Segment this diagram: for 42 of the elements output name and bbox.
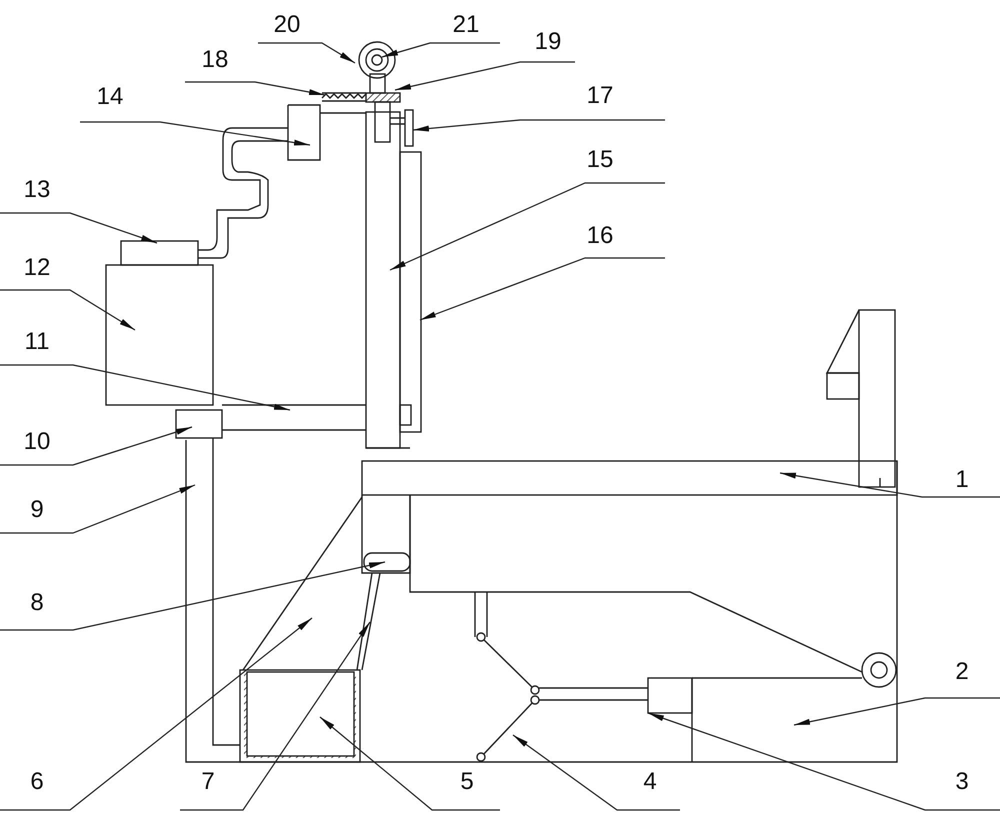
leader-line	[394, 61, 575, 91]
callout-number: 15	[586, 148, 614, 172]
callout-number: 21	[452, 13, 480, 37]
callout-number: 4	[643, 770, 657, 794]
callout-number: 20	[274, 13, 300, 37]
callout-number: 13	[24, 178, 50, 202]
leader-line	[512, 734, 680, 811]
callout-number: 16	[586, 224, 614, 248]
callout-number: 6	[30, 770, 44, 794]
leader-line	[0, 289, 136, 331]
callout-number: 8	[30, 591, 44, 615]
callout-number: 12	[24, 256, 50, 280]
leader-line	[80, 121, 310, 146]
leader-line	[258, 42, 356, 64]
leader-line	[320, 716, 500, 811]
callout-number: 17	[586, 84, 614, 108]
leader-line	[390, 182, 665, 271]
leader-line	[648, 712, 1000, 811]
leader-line	[0, 618, 312, 811]
callout-number: 9	[30, 498, 44, 522]
leader-line	[420, 257, 665, 321]
callout-number: 11	[24, 330, 50, 354]
leader-line	[0, 561, 386, 631]
callout-number: 14	[96, 85, 124, 109]
callout-number: 19	[534, 30, 562, 54]
callout-number: 7	[201, 770, 215, 794]
callout-number: 18	[202, 48, 228, 72]
callout-number: 2	[955, 660, 969, 684]
leader-line	[412, 119, 665, 132]
callout-number: 10	[24, 430, 50, 454]
leader-line	[0, 364, 290, 411]
leader-line	[0, 426, 192, 466]
leader-line	[185, 81, 326, 96]
callout-number: 1	[955, 468, 969, 492]
leader-line	[794, 697, 1000, 726]
callout-number: 5	[460, 770, 474, 794]
leader-line	[780, 472, 1000, 498]
leader-line	[0, 484, 196, 534]
leader-line	[0, 212, 158, 244]
callout-number: 3	[955, 770, 969, 794]
leader-line	[382, 42, 500, 58]
leader-line	[180, 622, 370, 811]
